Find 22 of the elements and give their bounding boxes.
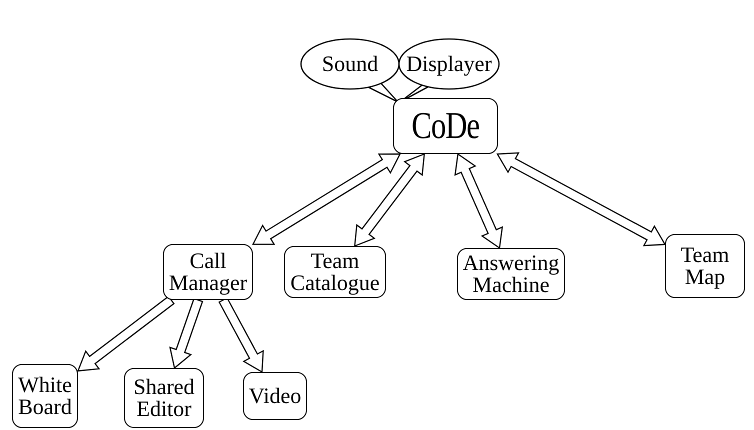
- node-label: Team Map: [680, 244, 730, 288]
- block-arrow: [496, 152, 666, 246]
- block-arrow: [354, 153, 425, 247]
- rounded-box: [124, 368, 204, 428]
- node-label: Answering Machine: [462, 252, 560, 296]
- rounded-box: [12, 364, 78, 428]
- rounded-box: [665, 234, 745, 298]
- block-arrow: [252, 153, 401, 245]
- bubble-label: Displayer: [406, 51, 492, 77]
- bubble-label: Sound: [322, 51, 378, 77]
- rounded-box: [243, 372, 307, 420]
- node-label: Team Catalogue: [289, 250, 381, 294]
- rounded-box: [163, 244, 253, 300]
- node-label: Call Manager: [168, 250, 248, 294]
- node-label: Shared Editor: [132, 376, 196, 420]
- block-arrow: [218, 297, 264, 374]
- node-label: White Board: [17, 374, 73, 418]
- block-arrow: [454, 152, 504, 250]
- node-label: Video: [248, 385, 302, 407]
- block-arrow: [77, 296, 175, 372]
- block-arrow: [169, 298, 204, 370]
- node-label: CoDe: [412, 107, 480, 145]
